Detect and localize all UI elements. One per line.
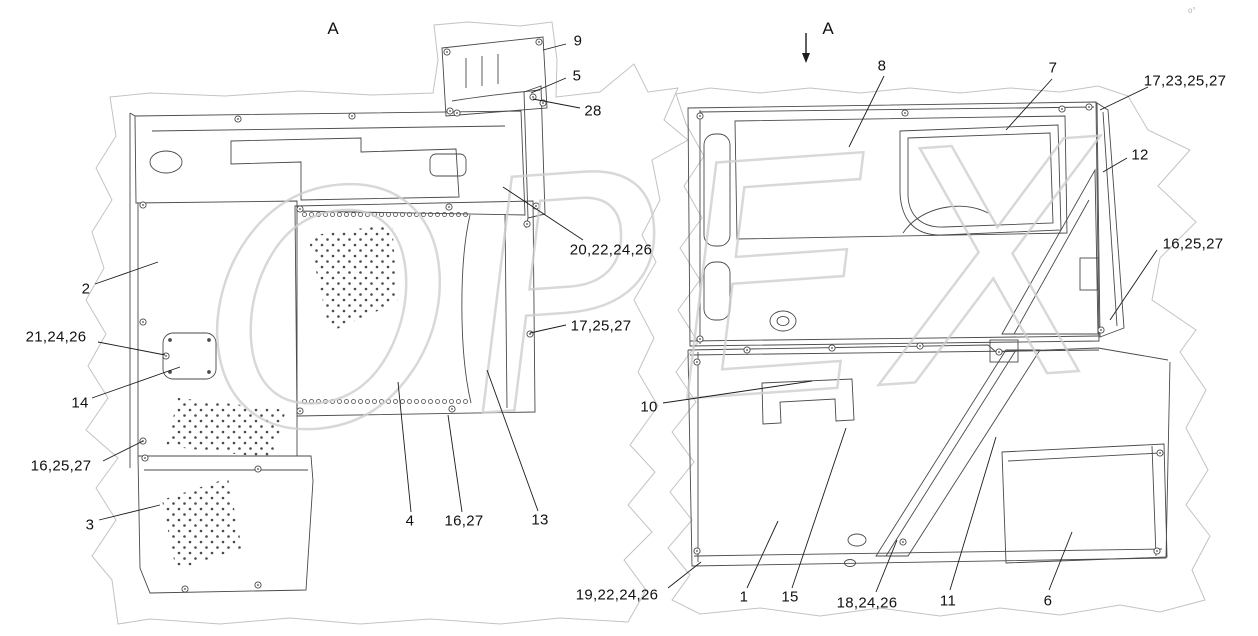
callout-7: 7: [1048, 59, 1058, 77]
callout-16-27: 16,27: [444, 512, 484, 530]
callout-4: 4: [405, 512, 415, 530]
callout-10: 10: [640, 398, 658, 416]
callout-11: 11: [939, 592, 957, 610]
watermark-text: OPEX: [190, 73, 1128, 508]
callout-20-22-24-26: 20,22,24,26: [569, 241, 653, 259]
view-label-a-left: A: [327, 19, 339, 38]
callout-16-25-27-left: 16,25,27: [30, 457, 92, 475]
torn-edges: [85, 21, 1211, 625]
callout-14: 14: [71, 394, 89, 412]
callout-15: 15: [781, 588, 799, 606]
callout-18-24-26: 18,24,26: [836, 594, 898, 612]
callout-8: 8: [877, 57, 887, 75]
callout-6: 6: [1043, 592, 1053, 610]
callout-3: 3: [85, 516, 95, 534]
watermark: OPEX: [189, 71, 1129, 508]
left-assembly: [129, 36, 548, 594]
callout-17-25-27: 17,25,27: [570, 317, 632, 335]
callout-9: 9: [573, 32, 583, 50]
corner-mark: o°: [1188, 6, 1196, 15]
callout-19-22-24-26: 19,22,24,26: [575, 586, 659, 604]
callout-2: 2: [81, 280, 91, 298]
view-label-a-right: A: [822, 19, 834, 38]
callout-28: 28: [584, 102, 602, 120]
callout-21-24-26: 21,24,26: [25, 328, 87, 346]
callout-17-23-25-27: 17,23,25,27: [1143, 72, 1227, 90]
section-arrow: [802, 33, 810, 63]
leader-lines: [91, 33, 1158, 593]
callout-16-25-27-right: 16,25,27: [1162, 235, 1224, 253]
right-assembly: [687, 101, 1171, 567]
callout-5: 5: [572, 67, 582, 85]
callout-12: 12: [1131, 146, 1149, 164]
callout-13: 13: [531, 511, 549, 529]
callout-1: 1: [739, 588, 749, 606]
